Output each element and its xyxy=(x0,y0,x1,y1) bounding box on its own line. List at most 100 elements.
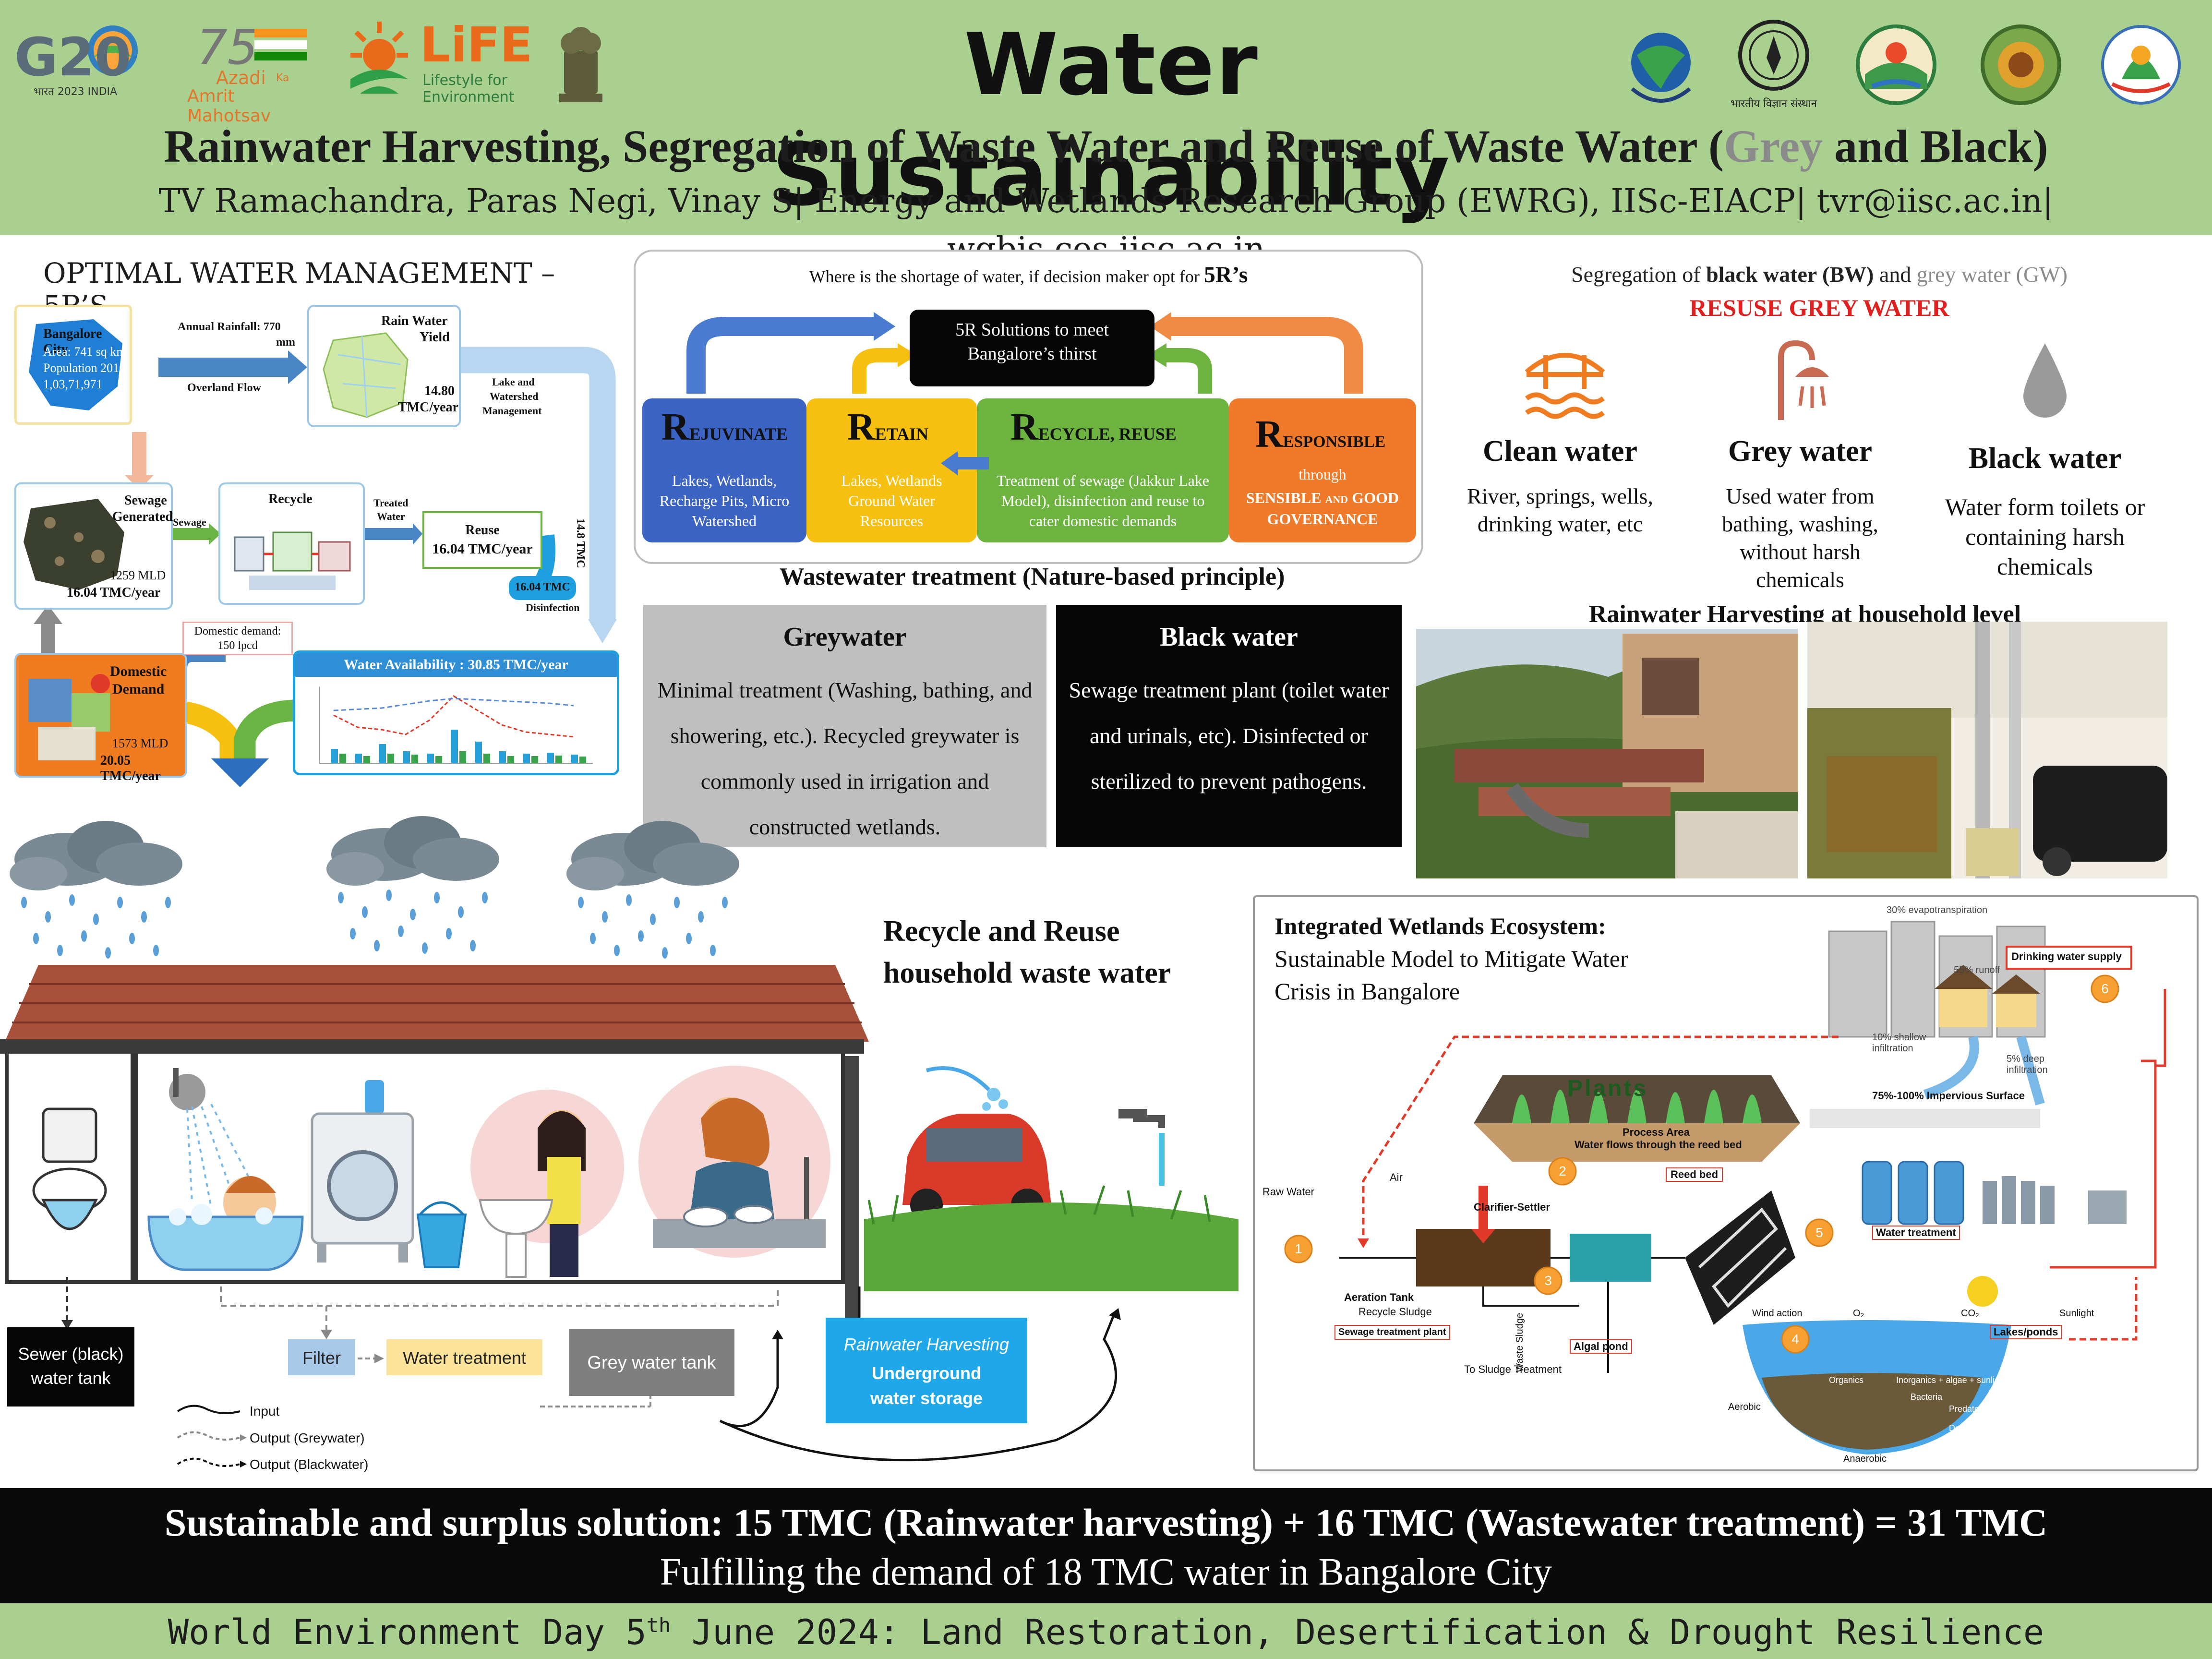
footer-event-post: June 2024: Land Restoration, Desertifica… xyxy=(671,1612,2044,1652)
wetland-num-5: 5 xyxy=(1815,1225,1823,1240)
wetland-shallow: 10% shallow infiltration xyxy=(1872,1032,1926,1054)
footer-event-text: World Environment Day 5th June 2024: Lan… xyxy=(0,1612,2212,1652)
wetland-to-sludge: To Sludge Treatment xyxy=(1464,1363,1562,1375)
r-rejuvinate-title: REJUVINATE xyxy=(661,406,788,448)
wetland-num-6: 6 xyxy=(2101,981,2109,996)
clean-water-title: Clean water xyxy=(1483,435,1637,468)
segregation-line: Segregation of black water (BW) and grey… xyxy=(1450,262,2189,287)
sewer-line2: water tank xyxy=(31,1368,111,1388)
wetland-runoff: 55% runoff xyxy=(1954,965,2000,975)
wetland-deep: 5% deep infiltration xyxy=(2007,1054,2048,1075)
wetland-raw: Raw Water xyxy=(1262,1186,1314,1198)
life-sub1: Lifestyle for xyxy=(422,72,507,89)
envis-logo xyxy=(1613,17,1709,113)
lake-label1: Lake and xyxy=(492,376,535,388)
wetland-num-3: 3 xyxy=(1544,1273,1552,1288)
wetland-num-2: 2 xyxy=(1559,1164,1566,1178)
azadi-line1: Azadi xyxy=(216,67,266,88)
domestic-note-line2: 150 lpcd xyxy=(217,639,258,652)
subtitle-grey: Grey xyxy=(1724,120,1823,172)
wetland-bacteria: Bacteria xyxy=(1911,1392,1943,1402)
car-wash-scene xyxy=(864,1061,1238,1291)
black-water-drop-icon xyxy=(2019,341,2071,422)
wetland-o2: O₂ xyxy=(1853,1308,1864,1319)
domestic-note-line1: Domestic demand: xyxy=(194,625,281,637)
segregation-pre: Segregation of xyxy=(1571,262,1707,287)
sewer-line1: Sewer (black) xyxy=(18,1344,124,1364)
treatment-heading: Wastewater treatment (Nature-based princ… xyxy=(779,563,1285,590)
water-treatment-label: Water treatment xyxy=(403,1348,526,1368)
wetland-aerobic: Aerobic xyxy=(1728,1402,1761,1412)
clean-water-icon xyxy=(1522,343,1608,425)
greywater-title: Greywater xyxy=(783,622,907,652)
bangalore-area: Area: 741 sq km xyxy=(43,345,126,359)
disinfect-val: 16.04 TMC xyxy=(515,581,570,593)
bangalore-pop2: 1,03,71,971 xyxy=(43,377,103,391)
rwh-storage-line2: Underground water storage xyxy=(870,1363,983,1408)
authors-line: TV Ramachandra, Paras Negi, Vinay S| Ene… xyxy=(158,182,2054,268)
grey-water-desc: Used water from bathing, washing, withou… xyxy=(1722,484,1878,592)
r-responsible-through: through xyxy=(1298,466,1346,483)
rain-yield-box: Rain Water Yield 14.80 TMC/year xyxy=(307,305,461,427)
domestic-note: Domestic demand: 150 lpcd xyxy=(182,622,293,655)
subtitle-end: and Black) xyxy=(1823,120,2048,172)
r-box-rejuvinate: REJUVINATE Lakes, Wetlands, Recharge Pit… xyxy=(642,398,806,542)
wetland-evapo: 30% evapotranspiration xyxy=(1887,905,1988,915)
life-logo: LiFE Lifestyle for Environment xyxy=(341,17,542,108)
grey-water-tank-label: Grey water tank xyxy=(587,1353,716,1373)
availability-title: Water Availability : 30.85 TMC/year xyxy=(344,657,568,673)
wetland-drinking: Drinking water supply xyxy=(2011,950,2122,962)
black-water-desc: Water form toilets or containing harsh c… xyxy=(1945,493,2145,580)
reuse-title: Reuse xyxy=(465,523,500,538)
iisc-text: भारतीय विज्ञान संस्थान xyxy=(1730,98,1817,110)
iisc-logo: भारतीय विज्ञान संस्थान xyxy=(1723,14,1824,115)
water-availability-box: Water Availability : 30.85 TMC/year xyxy=(293,650,619,775)
downpipe xyxy=(845,1056,859,1320)
five-r-question: Where is the shortage of water, if decis… xyxy=(634,262,1423,288)
washing-machine-icon xyxy=(307,1075,427,1277)
dishwashing-scene xyxy=(634,1061,840,1282)
wetland-detritus: Detritus xyxy=(1949,1423,1979,1433)
filter-label: Filter xyxy=(302,1348,341,1368)
five-r-question-bold: 5R’s xyxy=(1203,262,1248,288)
wetland-recycle-sludge: Recycle Sludge xyxy=(1358,1306,1432,1318)
legend-greywater: Output (Greywater) xyxy=(250,1431,365,1445)
r-retain-title: RETAIN xyxy=(847,406,929,448)
five-r-center2: Bangalore’s thirst xyxy=(967,344,1097,364)
azadi-logo: 75 Azadi Ka Amrit Mahotsav xyxy=(187,19,312,126)
legend-input: Input xyxy=(250,1404,280,1419)
domestic-title2: Demand xyxy=(112,681,165,697)
eiacp-logo xyxy=(2093,17,2189,113)
availability-mini-chart xyxy=(319,686,593,764)
disinfect-badge: 16.04 TMC xyxy=(509,576,576,600)
overland-label: Overland Flow xyxy=(187,382,261,394)
r-rejuvinate-desc: Lakes, Wetlands, Recharge Pits, Micro Wa… xyxy=(659,472,790,529)
recycle-box: Recycle xyxy=(218,482,365,605)
treated-label2: Water xyxy=(377,510,405,522)
r-box-recycle: RECYCLE, REUSE Treatment of sewage (Jakk… xyxy=(977,398,1229,542)
wetland-organics: Organics xyxy=(1829,1375,1864,1385)
rainfall-label2: mm xyxy=(276,336,295,349)
wetland-aeration: Aeration Tank xyxy=(1344,1291,1414,1303)
wetland-sunlight: Sunlight xyxy=(2059,1308,2094,1319)
grey-water-shower-icon xyxy=(1767,338,1839,425)
availability-title-bar: Water Availability : 30.85 TMC/year xyxy=(295,653,617,677)
black-water-title: Black water xyxy=(1968,442,2122,475)
azadi-line2: Amrit Mahotsav xyxy=(187,86,271,126)
wetland-algae: Algae xyxy=(2002,1404,2024,1414)
wetland-title-bold: Integrated Wetlands Ecosystem: xyxy=(1274,913,1606,939)
clouds-rain xyxy=(10,816,739,959)
greywater-panel: Greywater Minimal treatment (Washing, ba… xyxy=(643,605,1046,847)
rwh-photo-1 xyxy=(1416,629,1798,878)
wetland-inorganics: Inorganics + algae + sunlight xyxy=(1896,1375,2007,1385)
optimal-heading: OPTIMAL WATER MANAGEMENT – 5R’S xyxy=(43,257,555,322)
clean-water-desc: River, springs, wells, drinking water, e… xyxy=(1467,484,1653,536)
footer-summary: Sustainable and surplus solution: 15 TMC… xyxy=(0,1488,2212,1603)
wetland-predators: Predators xyxy=(1949,1404,1987,1414)
r-box-retain: RETAIN Lakes, Wetlands Ground Water Reso… xyxy=(806,398,977,542)
wetland-co2: CO₂ xyxy=(1961,1308,1979,1319)
sewage-box: Sewage Generated 1259 MLD 16.04 TMC/year xyxy=(14,482,173,610)
sewage-val1: 1259 MLD xyxy=(110,568,166,582)
wash-basin-scene xyxy=(466,1070,624,1282)
mascot-logo xyxy=(1973,17,2069,113)
